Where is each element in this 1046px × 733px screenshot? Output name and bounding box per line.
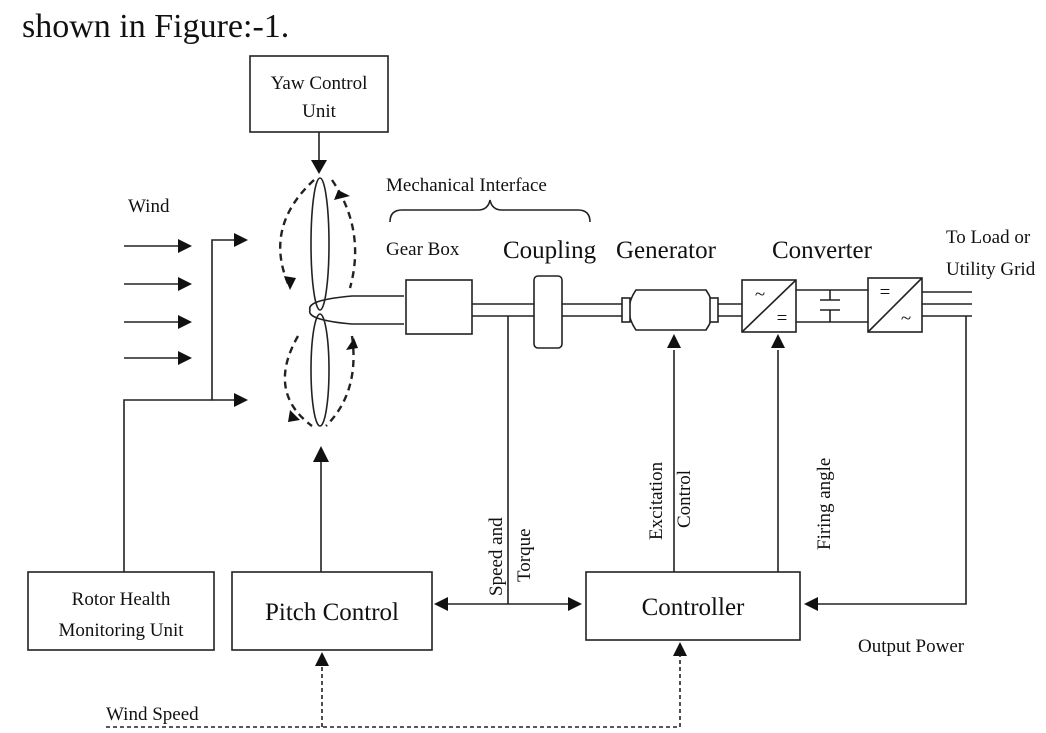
dc-link-capacitor [796,289,868,323]
dc-symbol: = [777,308,788,329]
coupling-label: Coupling [503,237,597,264]
wind-arrows [124,239,192,365]
upper-blade [310,177,330,311]
rotation-arrow-4 [288,410,300,422]
speed-torque-label-line1: Speed and [486,517,507,596]
wind-speed-label: Wind Speed [106,704,199,725]
rotor-health-label-line1: Rotor Health [72,589,171,610]
speed-torque-label-line2: Torque [514,528,535,582]
to-load-label-line2: Utility Grid [946,259,1036,280]
firing-angle-arrowhead [771,334,785,348]
output-power-label: Output Power [858,636,965,657]
pitch-control-label: Pitch Control [265,599,399,626]
mechanical-interface-label: Mechanical Interface [386,175,547,196]
yaw-arrowhead [311,160,327,174]
rotation-arrow-2 [334,190,350,200]
controller-label: Controller [642,594,745,621]
pitch-control-block: Pitch Control [231,571,433,651]
rotor-health-monitoring-block: Rotor Health Monitoring Unit [27,571,215,651]
lower-right-rotation [325,335,355,427]
hub-nose [308,295,404,325]
rotor-health-label-line2: Monitoring Unit [58,620,184,641]
lower-blade [310,313,330,427]
output-power-arrowhead [804,597,818,611]
gear-box-label: Gear Box [386,239,460,260]
converter-label: Converter [772,237,873,264]
ac-symbol: ~ [755,284,765,305]
rotation-arrow-3 [346,338,358,350]
dc-symbol-2: = [880,282,891,303]
firing-angle-label: Firing angle [814,458,835,550]
wind-speed-lines [106,642,687,728]
to-controller-arrowhead [568,597,582,611]
intro-text: shown in Figure:-1. [22,8,289,45]
rotor-health-to-rotor-path [123,233,248,572]
generator-label: Generator [616,237,717,264]
coupling-block [533,275,563,349]
pitch-arrowhead [313,446,329,462]
ac-symbol-2: ~ [901,308,911,329]
yaw-control-label-line2: Unit [302,101,337,122]
rotor-blades [279,177,358,427]
yaw-control-label-line1: Yaw Control [271,73,368,94]
excitation-label-line1: Excitation [646,461,667,540]
excitation-arrowhead [667,334,681,348]
to-pitch-arrowhead [434,597,448,611]
yaw-control-unit-block: Yaw Control Unit [249,55,389,133]
excitation-label-line2: Control [674,470,695,528]
wind-label: Wind [128,196,170,217]
generator-block [621,289,719,331]
gear-box-block [405,279,473,335]
output-power-line [816,316,967,605]
grid-output-lines [922,291,972,317]
upper-left-rotation [279,179,315,289]
mechanical-interface-bracket [389,199,591,223]
lower-left-rotation [283,335,313,427]
converter-ac-dc-block: ~ = [741,279,797,333]
rotation-arrow-1 [284,276,296,290]
controller-block: Controller [585,571,801,641]
to-load-label-line1: To Load or [946,227,1031,248]
shafts [472,303,742,317]
converter-dc-ac-block: = ~ [867,277,923,333]
